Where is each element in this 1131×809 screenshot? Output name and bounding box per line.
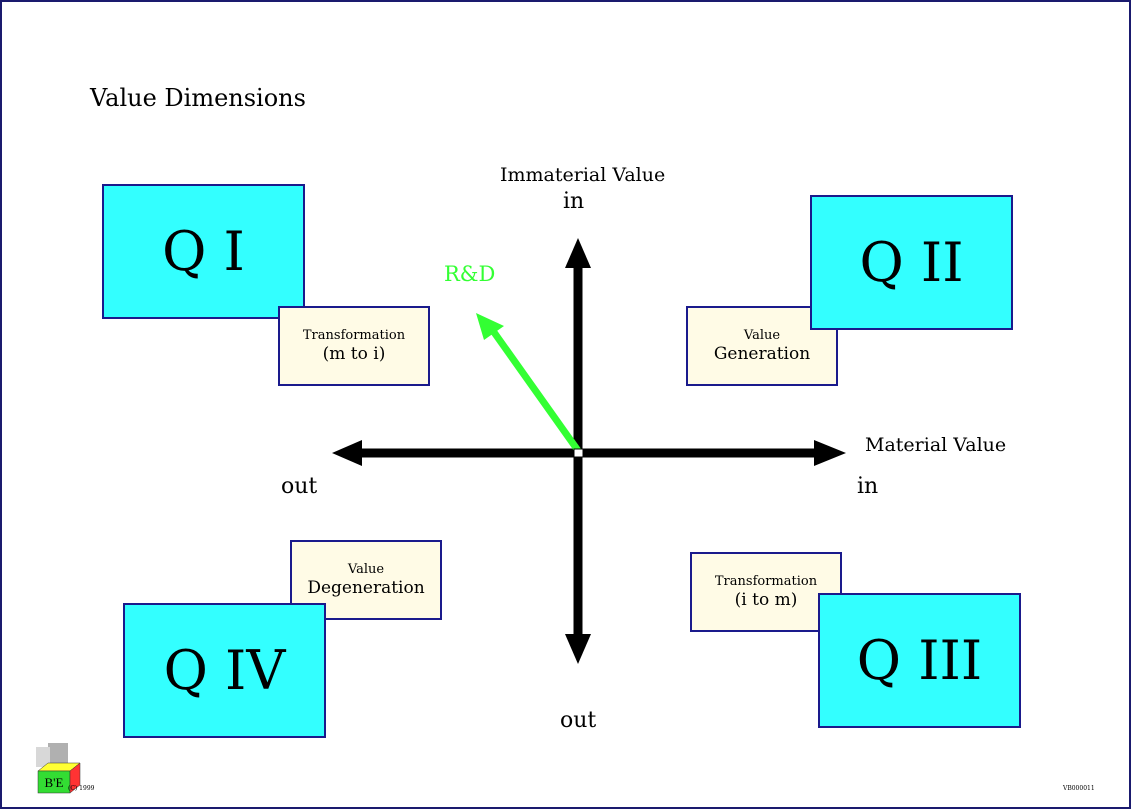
quadrant-1-note-line2: (m to i) [322,343,386,364]
quadrant-4-label: Q IV [163,639,286,702]
quadrant-1-note: Transformation (m to i) [278,306,430,386]
rd-vector-shaft [488,325,582,455]
quadrant-2-box: Q II [810,195,1013,330]
vertical-axis-title: Immaterial Value [500,164,666,186]
vertical-axis-bottom-label: out [560,708,597,733]
quadrant-1-box: Q I [102,184,305,319]
rd-vector-arrowhead [476,313,504,340]
quadrant-3-note: Transformation (i to m) [690,552,842,632]
quadrant-2-note-line1: Value [743,328,781,343]
slide-code: VB000011 [1063,785,1095,792]
horizontal-axis-right-label: in [857,474,879,499]
vertical-axis-top-label: in [563,189,585,214]
quadrant-3-note-line1: Transformation [714,574,818,589]
horizontal-axis-left-arrow [332,440,362,466]
quadrant-4-note-line1: Value [347,562,385,577]
quadrant-3-box: Q III [818,593,1021,728]
vertical-axis-top-arrow [565,238,591,268]
horizontal-axis-title: Material Value [865,434,1007,456]
quadrant-4-box: Q IV [123,603,326,738]
quadrant-1-label: Q I [162,220,245,283]
logo-text: B'E [45,775,64,790]
company-logo: B'E [34,741,98,797]
rd-vector-label: R&D [444,262,496,286]
copyright-text: (C) 1999 [68,785,95,792]
origin-marker [573,448,584,458]
vertical-axis-bottom-arrow [565,634,591,664]
quadrant-3-note-line2: (i to m) [734,589,798,610]
quadrant-3-label: Q III [856,629,983,692]
quadrant-1-note-line1: Transformation [302,328,406,343]
horizontal-axis-right-arrow [814,440,846,466]
quadrant-2-note-line2: Generation [713,343,811,364]
quadrant-2-label: Q II [859,231,964,294]
slide-title: Value Dimensions [90,84,306,112]
quadrant-4-note: Value Degeneration [290,540,442,620]
horizontal-axis-left-label: out [281,474,318,499]
quadrant-4-note-line2: Degeneration [307,577,425,598]
